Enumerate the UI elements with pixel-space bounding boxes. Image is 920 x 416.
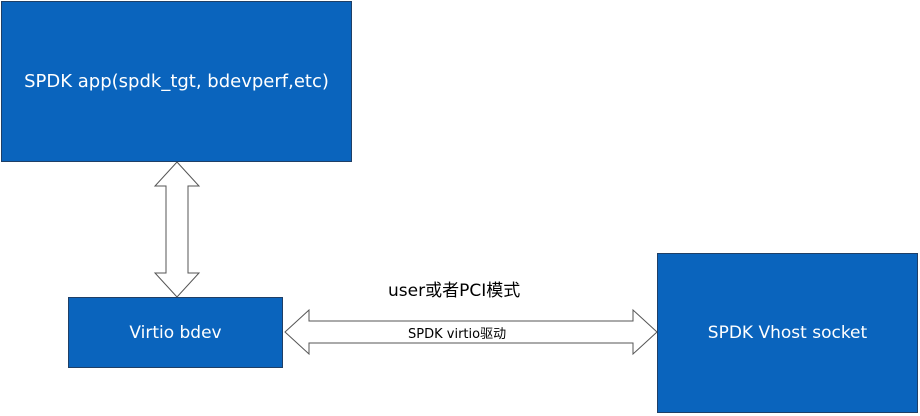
spdk-app-label: SPDK app(spdk_tgt, bdevperf,etc) [24, 71, 329, 92]
spdk-vhost-socket-box: SPDK Vhost socket [657, 253, 918, 413]
virtio-driver-label: SPDK virtio驱动 [408, 327, 507, 342]
virtio-bdev-box: Virtio bdev [68, 297, 283, 368]
vertical-double-arrow [153, 161, 201, 298]
spdk-vhost-socket-label: SPDK Vhost socket [707, 323, 868, 343]
spdk-app-box: SPDK app(spdk_tgt, bdevperf,etc) [1, 1, 352, 162]
connection-mode-label: user或者PCI模式 [388, 281, 521, 301]
virtio-bdev-label: Virtio bdev [129, 322, 222, 343]
